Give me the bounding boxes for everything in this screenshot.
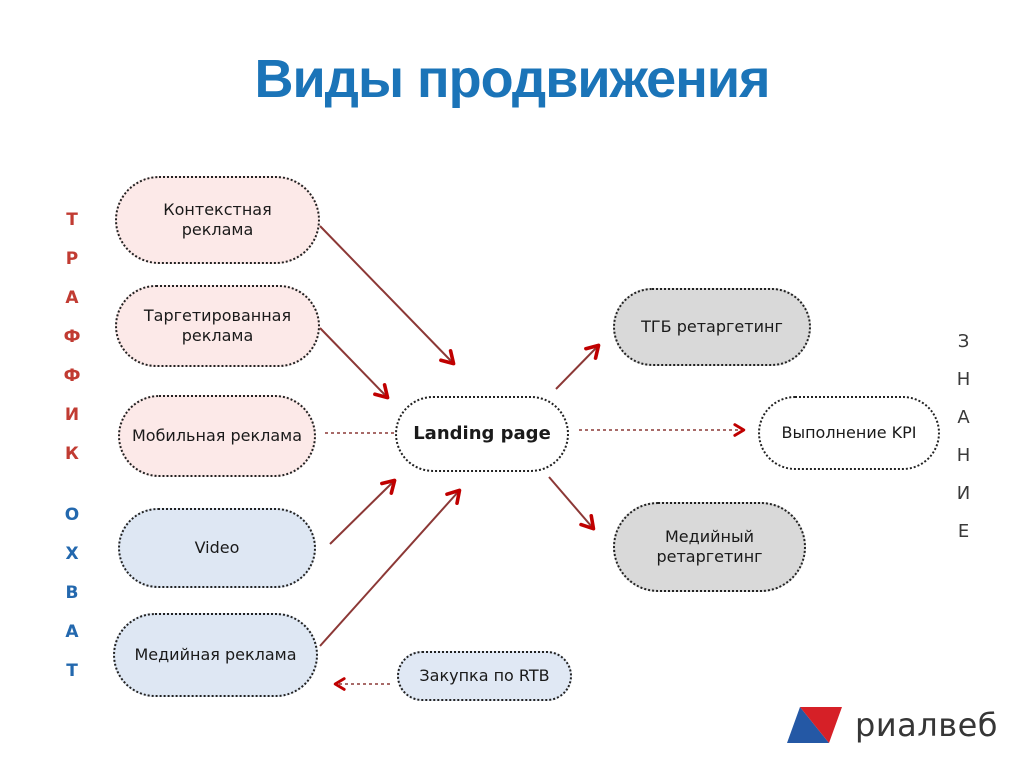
arrow-contextual-to-landing — [319, 225, 456, 366]
side-label-reach: ОХВАТ — [62, 505, 82, 700]
rialweb-logo: риалвеб — [787, 704, 998, 746]
node-video: Video — [118, 508, 316, 588]
node-targeted-ads: Таргетированная реклама — [115, 285, 320, 367]
arrow-landing-to-mediaret — [548, 476, 596, 531]
side-label-knowledge: ЗНАНИЕ — [953, 331, 974, 559]
rialweb-logo-icon — [787, 707, 843, 743]
node-tgb-retargeting: ТГБ ретаргетинг — [613, 288, 811, 366]
node-contextual-ads: Контекстная реклама — [115, 176, 320, 264]
node-rtb-purchase: Закупка по RTB — [397, 651, 572, 701]
side-label-traffic: ТРАФФИК — [62, 210, 82, 483]
arrow-targeted-to-landing — [319, 327, 390, 400]
arrow-landing-to-tgb — [555, 343, 601, 390]
node-media-ads: Медийная реклама — [113, 613, 318, 697]
node-media-retargeting: Медийный ретаргетинг — [613, 502, 806, 592]
page-title: Виды продвижения — [254, 49, 770, 109]
node-landing-page: Landing page — [395, 396, 569, 472]
arrow-media-to-landing — [319, 488, 462, 647]
node-mobile-ads: Мобильная реклама — [118, 395, 316, 477]
rialweb-logo-text: риалвеб — [855, 706, 998, 744]
arrow-video-to-landing — [329, 478, 397, 545]
node-kpi-fulfillment: Выполнение KPI — [758, 396, 940, 470]
